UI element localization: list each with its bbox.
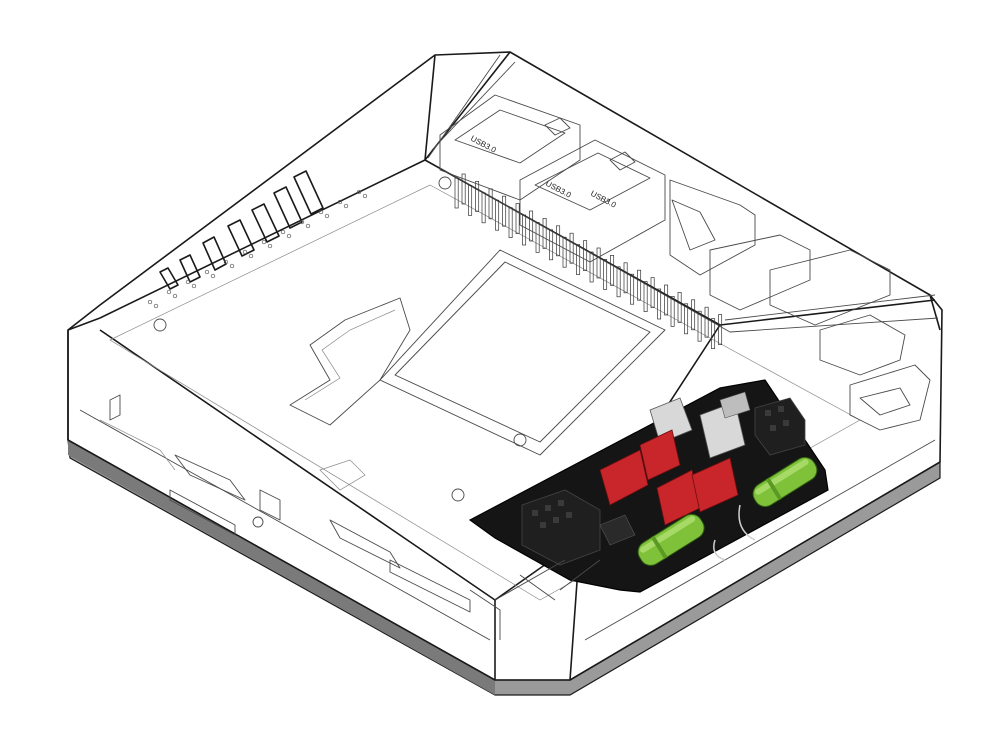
pin-dot (204, 269, 210, 275)
gpio-pin (650, 277, 655, 308)
pin-dot (191, 283, 197, 289)
gpio-pin (481, 192, 486, 224)
pin-dot (153, 303, 159, 309)
capacitor-upper (752, 456, 818, 508)
lid-overlay-edges (469, 559, 601, 640)
gpio-header-pins (454, 173, 723, 349)
pin-dot (280, 229, 286, 235)
gpio-pin (603, 259, 608, 290)
pin-dot (172, 293, 178, 299)
gpio-pin (562, 236, 567, 268)
gpio-pin (502, 195, 507, 227)
gpio-pin (643, 281, 648, 312)
pin-dot (242, 249, 248, 255)
case-outline (67, 51, 943, 681)
gpio-pin (508, 207, 513, 238)
gpio-pin (596, 247, 601, 279)
pin-dot (305, 223, 311, 229)
usb-label-3: USB3.0 (589, 189, 618, 210)
usb-label-1: USB3.0 (469, 134, 498, 155)
pin-dot (299, 219, 305, 225)
pin-dot (166, 289, 172, 295)
pin-dot (362, 193, 368, 199)
gpio-pin (475, 181, 480, 212)
pin-dot (343, 203, 349, 209)
gpio-pin (495, 199, 500, 231)
gpio-pin (468, 185, 473, 216)
pin-dot (286, 233, 292, 239)
gpio-pin (711, 318, 716, 349)
pin-dot (356, 189, 362, 195)
usb-label-2: USB3.0 (544, 179, 573, 200)
gpio-pin (583, 240, 588, 271)
gpio-pin (637, 269, 642, 301)
pin-dot (210, 273, 216, 279)
pin-dot (318, 209, 324, 215)
gpio-pin (704, 306, 709, 338)
gpio-pin (576, 244, 581, 275)
gpio-pin (549, 229, 554, 261)
pin-dot (337, 199, 343, 205)
gpio-pin (664, 284, 669, 316)
gpio-pin (691, 299, 696, 331)
gpio-pin (542, 218, 547, 249)
pin-dot (185, 279, 191, 285)
pin-dot (261, 239, 267, 245)
gpio-pin (522, 214, 527, 246)
gpio-pin (657, 288, 662, 320)
pin-dot (229, 263, 235, 269)
gpio-pin (697, 310, 702, 342)
internal-board (99, 176, 861, 613)
gpio-pin (718, 314, 723, 345)
gpio-pin (630, 273, 635, 305)
left-pin-dots (147, 189, 368, 309)
gpio-pin (529, 210, 534, 242)
gpio-pin (515, 203, 520, 234)
pin-dot (147, 299, 153, 305)
gpio-pin (677, 292, 682, 323)
gpio-pin (556, 225, 561, 257)
pin-dot (267, 243, 273, 249)
vent-slots (159, 170, 324, 290)
gpio-pin (569, 232, 574, 264)
pin-dot (248, 253, 254, 259)
gpio-pin (589, 251, 594, 283)
pin-dot (324, 213, 330, 219)
pin-dot (223, 259, 229, 265)
gpio-pin (488, 188, 493, 220)
expansion-hat-board (468, 379, 829, 593)
gpio-pin (610, 255, 615, 286)
gpio-pin (684, 303, 689, 335)
capacitor-lower (637, 513, 705, 566)
gpio-pin (670, 296, 675, 327)
gpio-pin (616, 266, 621, 298)
gpio-pin (454, 177, 459, 209)
gpio-pin (461, 173, 466, 205)
gpio-pin (623, 262, 628, 294)
green-capacitors (637, 456, 818, 566)
gpio-pin (535, 222, 540, 253)
